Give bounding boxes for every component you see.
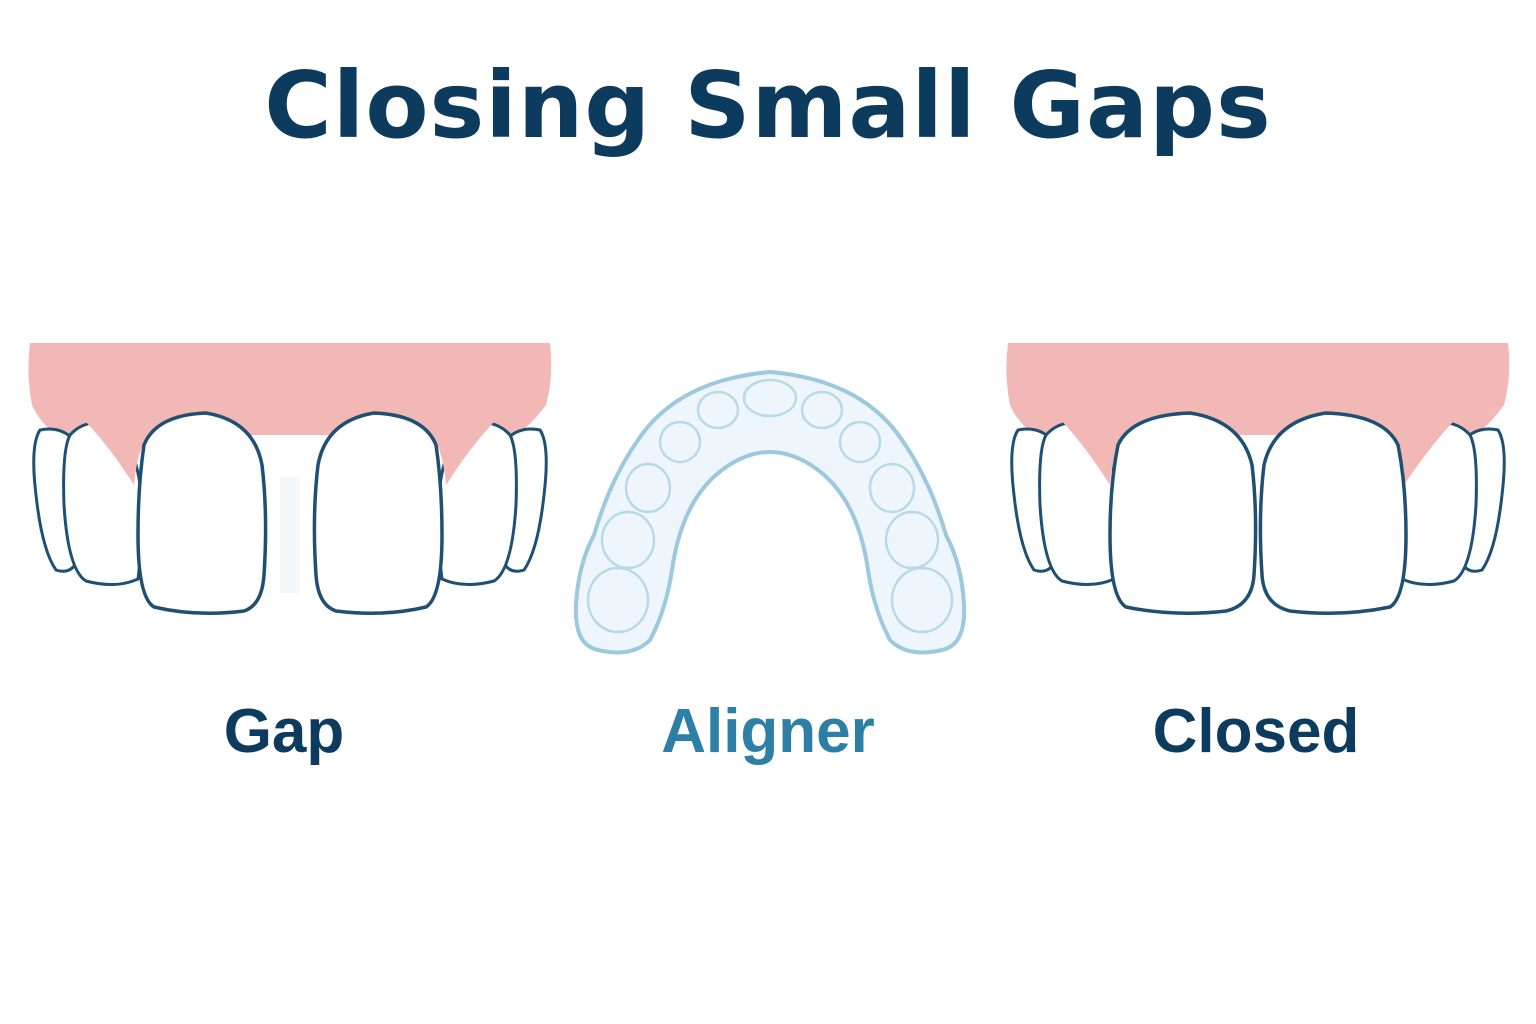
- clear-aligner-icon: [568, 360, 972, 660]
- teeth-closed-icon: [1004, 335, 1512, 625]
- aligner-label: Aligner: [661, 697, 875, 766]
- closed-label: Closed: [1152, 697, 1360, 766]
- page-title: Closing Small Gaps: [264, 52, 1272, 159]
- teeth-with-gap-icon: [26, 335, 554, 625]
- gap-label: Gap: [223, 697, 345, 766]
